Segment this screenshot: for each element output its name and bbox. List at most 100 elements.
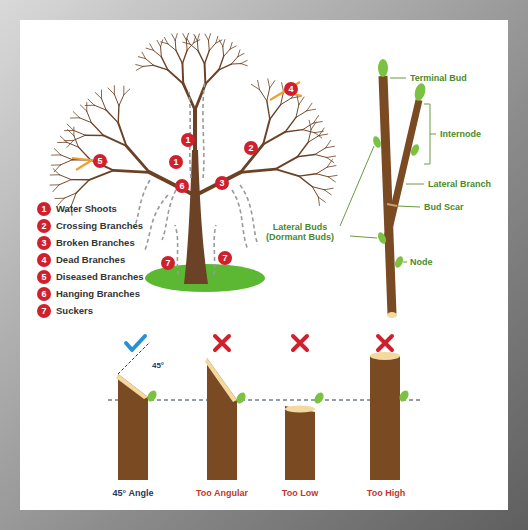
tree-branch: [168, 44, 176, 51]
tree-branch: [328, 177, 335, 182]
tree-branch: [106, 110, 118, 123]
tree-branch: [54, 149, 60, 155]
callout-text: 7: [41, 307, 46, 316]
callout-number: 4: [284, 82, 298, 96]
callout-text: 2: [248, 144, 253, 153]
tree-branch: [85, 105, 94, 106]
callout-text: 1: [173, 158, 178, 167]
legend-text: Broken Branches: [56, 238, 135, 249]
tree-branch: [119, 95, 124, 106]
callout-text: 7: [222, 254, 227, 263]
tree-branch: [142, 52, 146, 58]
tree-branch: [53, 185, 59, 192]
tree-branch: [58, 142, 67, 143]
tree-branch: [85, 135, 103, 137]
tree-branch: [73, 112, 79, 118]
tree-branch: [275, 157, 297, 169]
check-mark: [126, 336, 145, 350]
tree-branch: [315, 148, 326, 155]
tree-branch: [113, 170, 149, 172]
tree-branch: [149, 172, 194, 195]
callout-text: 5: [41, 273, 46, 282]
callout-number: 3: [37, 236, 51, 250]
tree-branch: [89, 170, 113, 179]
tree-branch: [74, 136, 79, 147]
tree-branch: [194, 34, 198, 40]
tree-branch: [205, 34, 209, 40]
part-label: Node: [410, 257, 433, 267]
tree-branch: [263, 132, 285, 144]
tree-branch: [136, 66, 143, 70]
tree-branch: [59, 175, 71, 180]
tree-branch: [74, 130, 86, 135]
stem-anatomy: [372, 59, 428, 318]
callout-text: 4: [41, 256, 46, 265]
tree-branch: [108, 88, 114, 94]
callout-number: 6: [37, 287, 51, 301]
callout-number: 2: [244, 141, 258, 155]
callout-text: 1: [185, 136, 190, 145]
tree-branch: [182, 50, 187, 63]
callout-text: 1: [41, 205, 46, 214]
part-label: Bud Scar: [424, 202, 464, 212]
tree-branch: [164, 37, 168, 43]
callout-text: 6: [179, 182, 184, 191]
tree-branch: [157, 40, 161, 46]
tree-branch: [299, 174, 316, 176]
cut-label: Too Low: [282, 488, 318, 498]
tree-branch: [241, 169, 276, 172]
tree-branch: [114, 94, 119, 105]
tree-branch: [324, 188, 333, 190]
tree-branch: [268, 79, 270, 88]
tree-branch: [126, 146, 149, 172]
callout-number: 4: [37, 253, 51, 267]
tree-branch: [231, 57, 238, 64]
leader-lines: [340, 78, 436, 262]
tree-branch: [101, 90, 102, 99]
tree-branch: [208, 40, 210, 50]
callout-text: 3: [41, 239, 46, 248]
tree-branch: [168, 70, 183, 84]
callout-number: 3: [215, 176, 229, 190]
legend-text: Water Shoots: [56, 204, 117, 215]
tree-branch: [197, 34, 199, 41]
tree-branch: [258, 80, 260, 89]
tree-branch: [73, 135, 85, 140]
tree-branch: [160, 47, 162, 57]
tree-branch: [316, 167, 327, 174]
callout-text: 7: [165, 259, 170, 268]
tree-branch: [231, 63, 241, 64]
tree-branch: [88, 99, 94, 105]
tree-branch: [187, 38, 191, 44]
tree-branch: [198, 51, 204, 64]
tree-branch: [124, 89, 130, 95]
tree-branch: [315, 154, 327, 157]
callout-text: 2: [41, 222, 46, 231]
tree-branch: [197, 41, 199, 51]
tree-branch: [67, 140, 73, 147]
tree-branch: [67, 124, 73, 130]
callout-number: 5: [37, 270, 51, 284]
tree-branch: [275, 169, 298, 176]
tree-branch: [71, 179, 89, 181]
callout-number: 7: [37, 304, 51, 318]
callout-number: 5: [93, 154, 107, 168]
tree-branch: [161, 57, 167, 70]
callout-text: 6: [41, 290, 46, 299]
tree-branch: [204, 64, 207, 84]
callout-text: 5: [97, 157, 102, 166]
tree-branch: [91, 123, 103, 136]
tree-branch: [143, 65, 154, 66]
tree-branch: [175, 40, 177, 50]
tree-branch: [223, 40, 225, 47]
tree-branch: [281, 98, 292, 105]
tree-branch: [60, 160, 72, 165]
cut-label: Too Angular: [196, 488, 248, 498]
tree-branch: [241, 64, 247, 66]
part-label: Terminal Bud: [410, 73, 467, 83]
callout-number: 7: [218, 251, 232, 265]
tree-branch: [313, 121, 322, 123]
panel: [20, 20, 508, 510]
tree-branch: [327, 166, 336, 168]
tree-branch: [102, 99, 107, 110]
